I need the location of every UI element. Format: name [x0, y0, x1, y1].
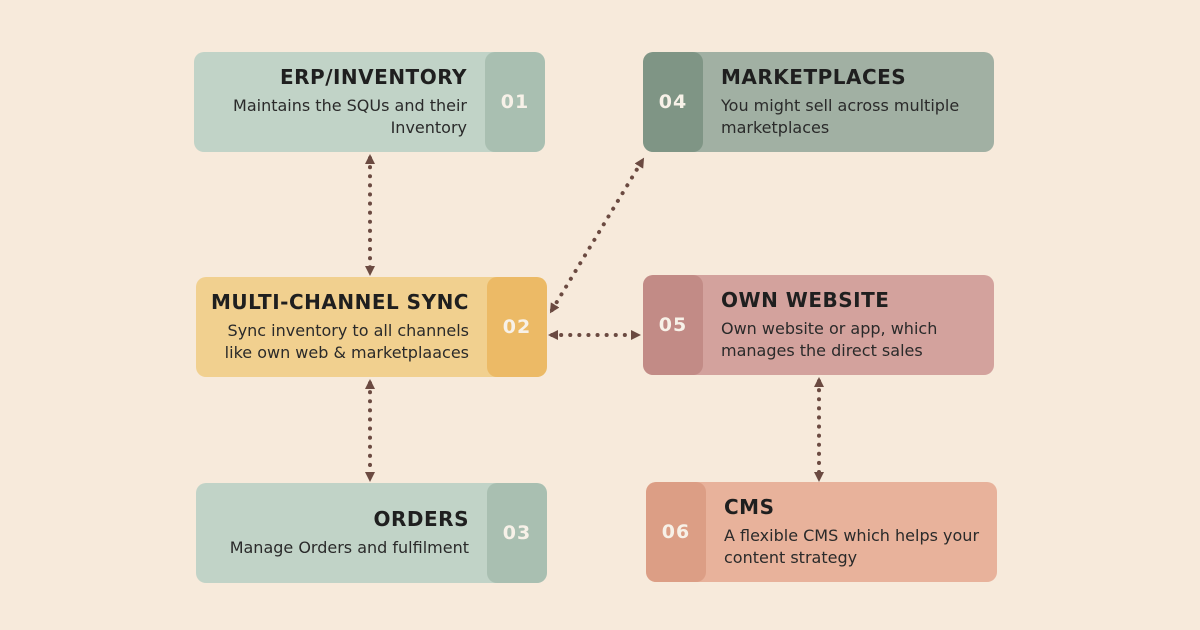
node-description: A flexible CMS which helps your content …: [724, 526, 980, 567]
node-title: ERP/INVENTORY: [279, 65, 467, 89]
node-body: CMS A flexible CMS which helps your cont…: [706, 482, 997, 582]
node-number-badge: 01: [485, 52, 545, 152]
node-description: Own website or app, which manages the di…: [721, 319, 938, 360]
node-number-badge: 03: [487, 483, 547, 583]
node-title: CMS: [724, 495, 775, 519]
node-number-badge: 05: [643, 275, 703, 375]
node-body: OWN WEBSITE Own website or app, which ma…: [703, 275, 994, 375]
node-title: MARKETPLACES: [721, 65, 907, 89]
node-erp-inventory: ERP/INVENTORY Maintains the SQUs and the…: [194, 52, 545, 152]
node-number-badge: 06: [646, 482, 706, 582]
node-orders: ORDERS Manage Orders and fulfilment 03: [196, 483, 547, 583]
node-title: ORDERS: [373, 507, 469, 531]
node-own-website: 05 OWN WEBSITE Own website or app, which…: [643, 275, 994, 375]
connector-sync-marketplaces: [549, 157, 645, 314]
node-body: MARKETPLACES You might sell across multi…: [703, 52, 994, 152]
node-number-badge: 02: [487, 277, 547, 377]
node-body: ERP/INVENTORY Maintains the SQUs and the…: [194, 52, 485, 152]
node-description: Sync inventory to all channels like own …: [224, 321, 469, 362]
node-multi-channel-sync: MULTI-CHANNEL SYNC Sync inventory to all…: [196, 277, 547, 377]
node-marketplaces: 04 MARKETPLACES You might sell across mu…: [643, 52, 994, 152]
node-title: MULTI-CHANNEL SYNC: [210, 290, 469, 314]
node-body: ORDERS Manage Orders and fulfilment: [196, 483, 487, 583]
node-description: Maintains the SQUs and their Inventory: [233, 96, 467, 137]
node-number-badge: 04: [643, 52, 703, 152]
node-body: MULTI-CHANNEL SYNC Sync inventory to all…: [196, 277, 487, 377]
node-description: You might sell across multiple marketpla…: [721, 96, 960, 137]
node-cms: 06 CMS A flexible CMS which helps your c…: [646, 482, 997, 582]
node-description: Manage Orders and fulfilment: [229, 538, 469, 557]
node-title: OWN WEBSITE: [721, 288, 890, 312]
